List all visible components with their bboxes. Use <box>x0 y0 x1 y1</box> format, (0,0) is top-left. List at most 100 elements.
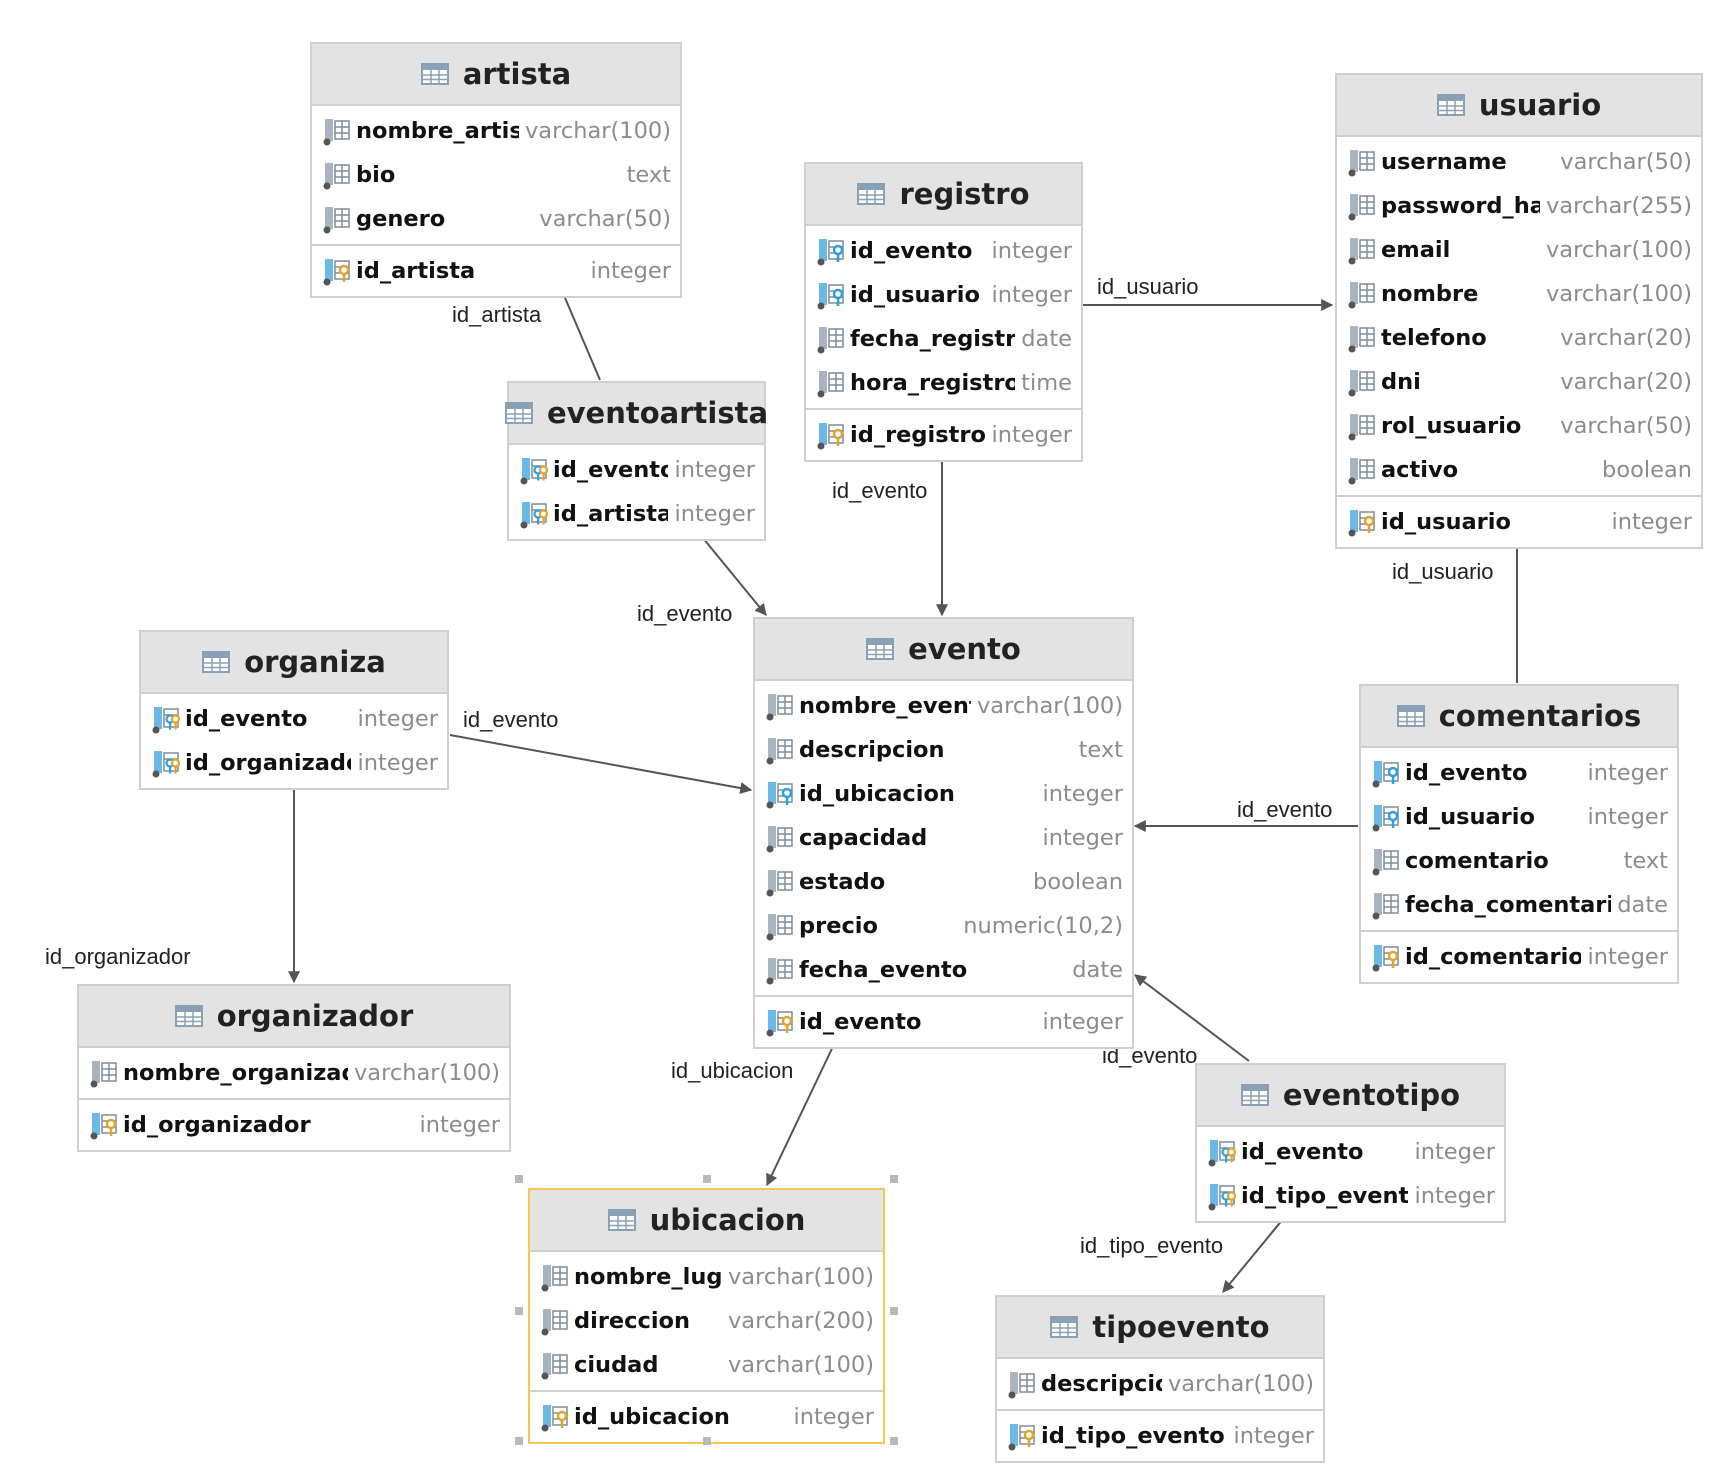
column-icon <box>89 1058 119 1088</box>
resize-handle[interactable] <box>515 1437 523 1445</box>
column-icon <box>540 1306 570 1336</box>
table-header[interactable]: organiza <box>141 632 447 694</box>
table-header[interactable]: artista <box>312 44 680 106</box>
column-name: fecha_registro <box>850 326 1016 352</box>
column-type: varchar(100) <box>1545 237 1692 263</box>
column-name: id_ubicacion <box>574 1404 730 1430</box>
column-icon <box>1347 147 1377 177</box>
column-row[interactable]: nombre_artistavarchar(100) <box>312 109 680 153</box>
column-type: date <box>1021 326 1072 352</box>
table-header[interactable]: usuario <box>1337 75 1701 137</box>
column-icon <box>1347 235 1377 265</box>
table-header[interactable]: evento <box>755 619 1132 681</box>
table-usuario[interactable]: usuariousernamevarchar(50)password_hashv… <box>1335 73 1703 549</box>
table-header[interactable]: ubicacion <box>530 1190 883 1252</box>
column-name: id_evento <box>850 238 973 264</box>
column-name: nombre_lugar <box>574 1264 722 1290</box>
column-name: nombre_organizador <box>123 1060 348 1086</box>
column-type: integer <box>1414 1183 1495 1209</box>
relation-label: id_organizador <box>45 944 191 969</box>
table-header[interactable]: organizador <box>79 986 509 1048</box>
resize-handle[interactable] <box>890 1175 898 1183</box>
table-artista[interactable]: artistanombre_artistavarchar(100)biotext… <box>310 42 682 298</box>
resize-handle[interactable] <box>890 1437 898 1445</box>
column-name: genero <box>356 206 446 232</box>
table-header[interactable]: tipoevento <box>997 1297 1323 1359</box>
resize-handle[interactable] <box>703 1175 711 1183</box>
column-row[interactable]: nombre_eventovarchar(100) <box>755 684 1132 728</box>
resize-handle[interactable] <box>890 1307 898 1315</box>
table-organizador[interactable]: organizadornombre_organizadorvarchar(100… <box>77 984 511 1152</box>
column-row[interactable]: descripcionvarchar(100) <box>997 1362 1323 1406</box>
resize-handle[interactable] <box>703 1437 711 1445</box>
column-name: password_hash <box>1381 193 1540 219</box>
relation-label: id_evento <box>463 707 559 732</box>
column-row[interactable]: password_hashvarchar(255) <box>1337 184 1701 228</box>
table-header[interactable]: eventoartista <box>504 383 768 445</box>
column-row[interactable]: nombre_organizadorvarchar(100) <box>79 1051 509 1095</box>
table-icon <box>504 402 533 424</box>
table-header[interactable]: eventotipo <box>1197 1065 1504 1127</box>
table-header[interactable]: comentarios <box>1361 686 1677 748</box>
table-evento[interactable]: eventonombre_eventovarchar(100)descripci… <box>753 617 1134 1049</box>
relation-organiza-evento <box>449 734 753 794</box>
foreign-key-icon <box>1371 758 1401 788</box>
column-row[interactable]: nombre_lugarvarchar(100) <box>530 1255 883 1299</box>
table-tipoevento[interactable]: tipoeventodescripcionvarchar(100) id_tipo… <box>995 1295 1325 1463</box>
table-header[interactable]: registro <box>806 164 1081 226</box>
resize-handle[interactable] <box>515 1175 523 1183</box>
table-icon <box>202 651 231 673</box>
table-organiza[interactable]: organizaid_eventointegerid_organizadorin… <box>139 630 449 790</box>
resize-handle[interactable] <box>515 1307 523 1315</box>
table-icon <box>866 638 895 660</box>
column-name: ciudad <box>574 1352 659 1378</box>
table-ubicacion[interactable]: ubicacionnombre_lugarvarchar(100)direcci… <box>528 1188 885 1444</box>
